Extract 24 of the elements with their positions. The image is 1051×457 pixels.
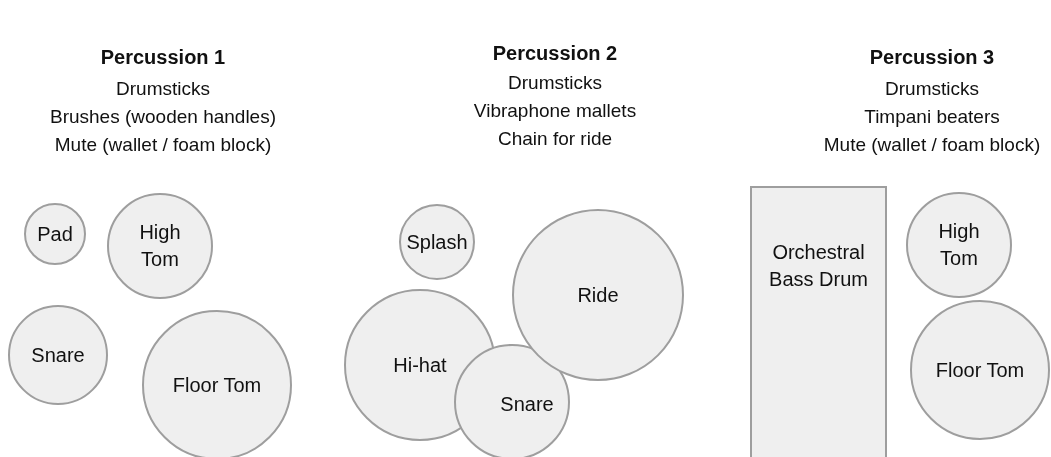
drum-label: Floor Tom	[171, 372, 263, 398]
section-heading: Percussion 1	[100, 46, 226, 69]
drum-label: Snare	[30, 342, 86, 368]
drum-label: High Tom	[937, 219, 981, 271]
item-text: Vibraphone mallets	[473, 100, 637, 122]
item-text: Chain for ride	[497, 128, 613, 150]
item-text: Drumsticks	[508, 72, 602, 94]
drum-label: Hi-hat	[392, 352, 448, 378]
item-text: Drumsticks	[116, 78, 210, 100]
drum-label: High Tom	[138, 220, 182, 272]
section-heading: Percussion 3	[869, 46, 995, 69]
item-text: Timpani beaters	[864, 106, 1000, 128]
section-heading: Percussion 2	[492, 42, 618, 65]
drum-rectangle	[750, 186, 887, 457]
drum-label: Snare	[499, 391, 555, 417]
drum-label: Floor Tom	[934, 357, 1026, 383]
drum-label: Ride	[576, 282, 620, 308]
item-text: Mute (wallet / foam block)	[54, 134, 272, 156]
drum-label: Splash	[405, 229, 469, 255]
item-text: Drumsticks	[885, 78, 979, 100]
drum-label: Orchestral Bass Drum	[768, 240, 869, 292]
drum-label: Pad	[36, 221, 74, 247]
item-text: Mute (wallet / foam block)	[823, 134, 1041, 156]
item-text: Brushes (wooden handles)	[50, 106, 276, 128]
